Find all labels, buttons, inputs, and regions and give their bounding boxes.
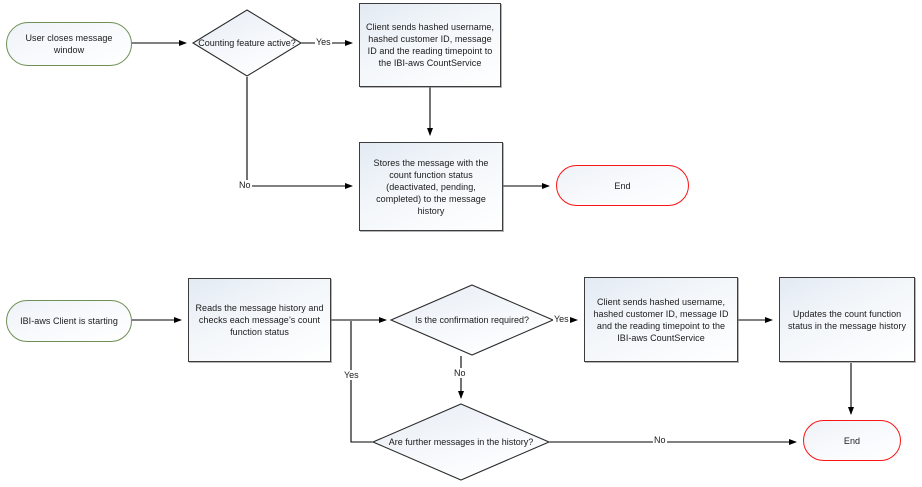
edge-label-confirm-yes: Yes: [553, 314, 570, 324]
edge-label-counting-yes: Yes: [315, 37, 332, 47]
edge-label-confirm-no: No: [453, 368, 467, 378]
node-process-stores-message[interactable]: Stores the message with the count functi…: [359, 142, 503, 231]
node-process-updates-status[interactable]: Updates the count function status in the…: [779, 277, 915, 362]
edge-label-further-yes: Yes: [343, 370, 360, 380]
node-end-top[interactable]: End: [556, 165, 689, 206]
node-label: Client sends hashed username, hashed cus…: [365, 22, 495, 68]
node-label: End: [843, 435, 861, 446]
node-label: Client sends hashed username, hashed cus…: [593, 296, 729, 343]
node-process-client-sends-bottom[interactable]: Client sends hashed username, hashed cus…: [584, 277, 738, 362]
node-start-client-is-starting[interactable]: IBI-aws Client is starting: [6, 300, 132, 342]
node-label: Updates the count function status in the…: [787, 308, 906, 331]
node-label: Reads the message history and checks eac…: [195, 303, 324, 337]
node-label: Stores the message with the count functi…: [373, 157, 489, 216]
node-label: End: [614, 180, 631, 191]
node-label: Counting feature active?: [198, 38, 296, 48]
node-decision-confirmation-required[interactable]: Is the confirmation required?: [405, 300, 539, 340]
node-label: IBI-aws Client is starting: [20, 316, 118, 326]
node-end-bottom[interactable]: End: [803, 420, 901, 461]
node-label: Are further messages in the history?: [388, 437, 534, 447]
edge-label-further-no: No: [653, 435, 667, 445]
node-process-reads-history[interactable]: Reads the message history and checks eac…: [188, 278, 331, 362]
node-process-client-sends-top[interactable]: Client sends hashed username, hashed cus…: [359, 3, 501, 87]
edge-label-counting-no: No: [238, 180, 252, 190]
edge-further-yes-loop: [350, 321, 375, 443]
node-label: Is the confirmation required?: [414, 315, 530, 325]
node-start-user-closes-message[interactable]: User closes message window: [6, 22, 132, 66]
node-label: User closes message window: [25, 33, 113, 55]
node-decision-counting-feature[interactable]: Counting feature active?: [196, 23, 298, 63]
node-decision-further-messages[interactable]: Are further messages in the history?: [376, 422, 546, 462]
edge-counting-no: [246, 77, 353, 189]
